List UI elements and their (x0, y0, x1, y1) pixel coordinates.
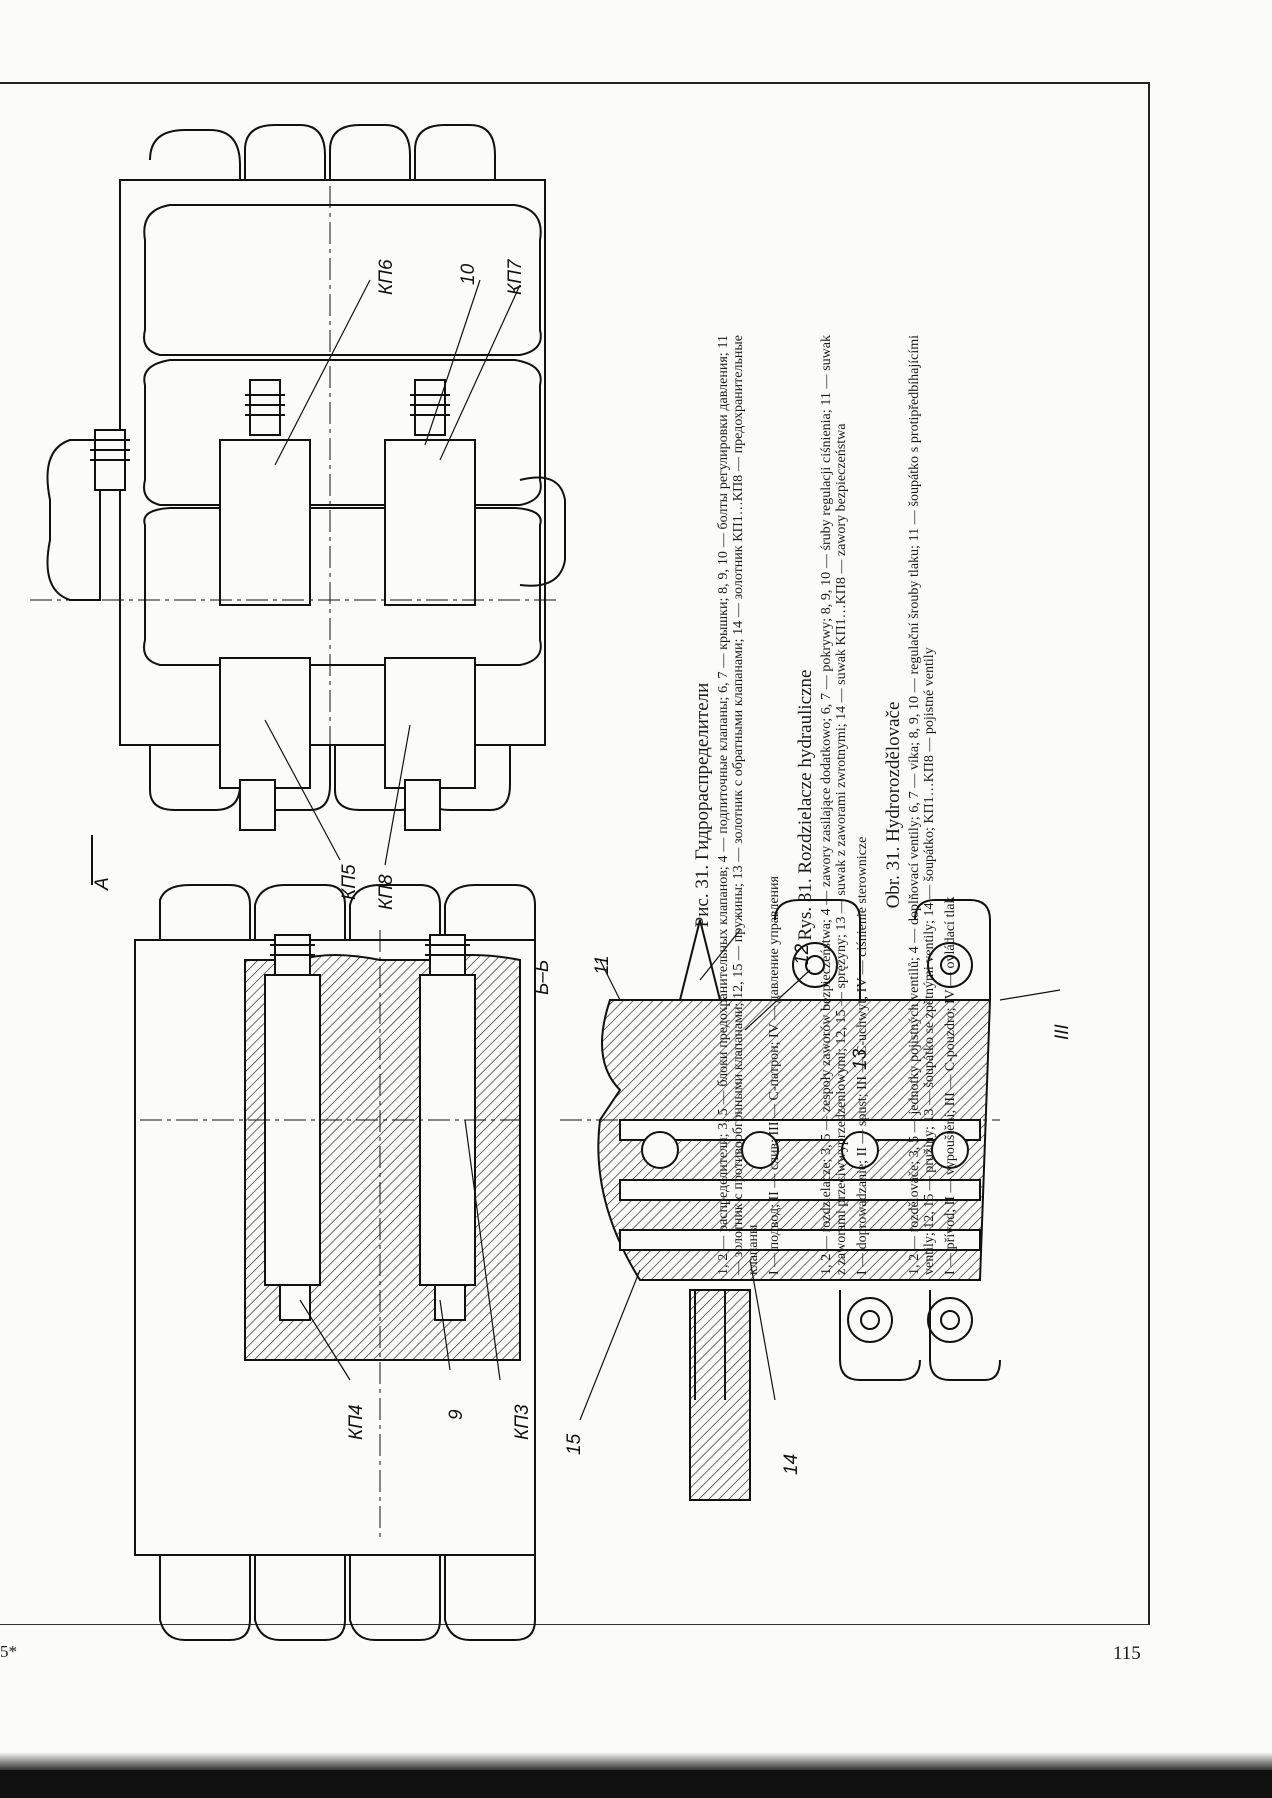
caption-ru-legend: 1, 2 — распределители; 3, 5 — блоки пред… (716, 335, 761, 1275)
section-bb-ports (619, 1119, 981, 1251)
signature-mark: 5* (0, 1642, 17, 1661)
figure-labels: КП6 10 КП7 А КП5 КП8 Б–Б 11 12 13 III КП… (92, 258, 1073, 1475)
label-n15: 15 (564, 1433, 585, 1455)
caption-pl-legend: 1, 2 — rozdzielacze; 3, 5 — zespoły zawo… (819, 335, 849, 1275)
view-a-drawing (30, 124, 566, 866)
label-n9: 9 (446, 1409, 467, 1420)
section-bb-drawing (134, 884, 536, 1641)
label-kp3: КП3 (512, 1404, 533, 1440)
figure-captions: Рис. 31. Гидрораспределители 1, 2 — расп… (692, 335, 974, 1275)
caption-cz-legend2: I — přívod; II — vypouštění; III — C-pou… (943, 896, 958, 1275)
caption-pl-legend2: I — doprowadzanie; II — spust; III — C-u… (855, 836, 870, 1275)
label-kp6: КП6 (376, 259, 397, 295)
page-frame-top (0, 82, 1150, 84)
caption-pl-title: Rys. 31. Rozdzielacze hydrauliczne (795, 669, 816, 941)
section-bb-left-rail (689, 1289, 751, 1501)
label-n14: 14 (781, 1454, 802, 1475)
caption-ru-legend2: I — подвод; II — слив; III — C-патрон; I… (767, 876, 782, 1275)
label-view-a: А (92, 877, 113, 891)
caption-ru-title: Рис. 31. Гидрораспределители (692, 682, 713, 928)
section-bb-spool-1 (264, 974, 321, 1286)
label-n13: 13 (850, 1048, 871, 1070)
section-bb-leaders (299, 929, 1061, 1421)
scan-edge-shadow (0, 1752, 1272, 1770)
label-kp5: КП5 (339, 864, 360, 900)
label-kp7: КП7 (505, 258, 526, 295)
caption-cz-legend: 1, 2 — rozdělovače; 3, 5 — jednotky poji… (907, 335, 937, 1275)
label-n3roman: III (1052, 1023, 1073, 1040)
label-kp8: КП8 (376, 874, 397, 910)
scan-edge-bar (0, 1770, 1272, 1798)
page-frame-right (1148, 82, 1150, 1624)
caption-cz-title: Obr. 31. Hydrorozdělovače (883, 701, 904, 909)
label-n11: 11 (592, 955, 613, 975)
page-number: 115 (1113, 1643, 1141, 1664)
label-n12: 12 (792, 943, 813, 965)
label-n10: 10 (458, 263, 479, 285)
page-frame-bottom (0, 1624, 1150, 1625)
label-view-bb: Б–Б (532, 960, 553, 995)
section-bb-bolts (140, 930, 520, 1540)
caption-cz: Obr. 31. Hydrorozdělovače 1, 2 — rozdělo… (883, 335, 958, 1275)
label-kp4: КП4 (346, 1404, 367, 1440)
caption-pl: Rys. 31. Rozdzielacze hydrauliczne 1, 2 … (795, 335, 870, 1275)
caption-ru: Рис. 31. Гидрораспределители 1, 2 — расп… (692, 335, 782, 1275)
